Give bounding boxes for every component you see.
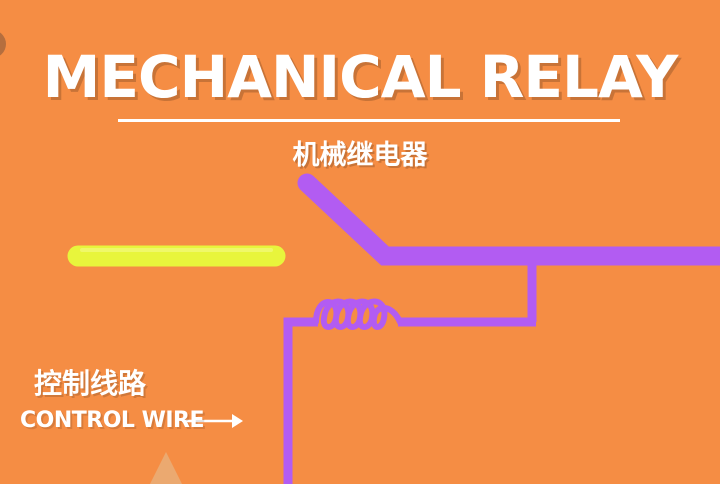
title-underline xyxy=(118,119,620,122)
edge-circle xyxy=(0,32,6,56)
spark-shape xyxy=(150,452,182,484)
control-wire-label-cn: 控制线路 xyxy=(34,367,147,400)
arrow-right-icon xyxy=(182,414,243,428)
switch-arm xyxy=(297,173,720,266)
control-wire-path xyxy=(283,317,318,484)
coil-icon xyxy=(313,298,403,330)
page-title: MECHANICAL RELAY xyxy=(42,43,679,111)
page-subtitle: 机械继电器 xyxy=(292,140,428,171)
control-wire-label-en: CONTROL WIRE xyxy=(20,408,205,433)
